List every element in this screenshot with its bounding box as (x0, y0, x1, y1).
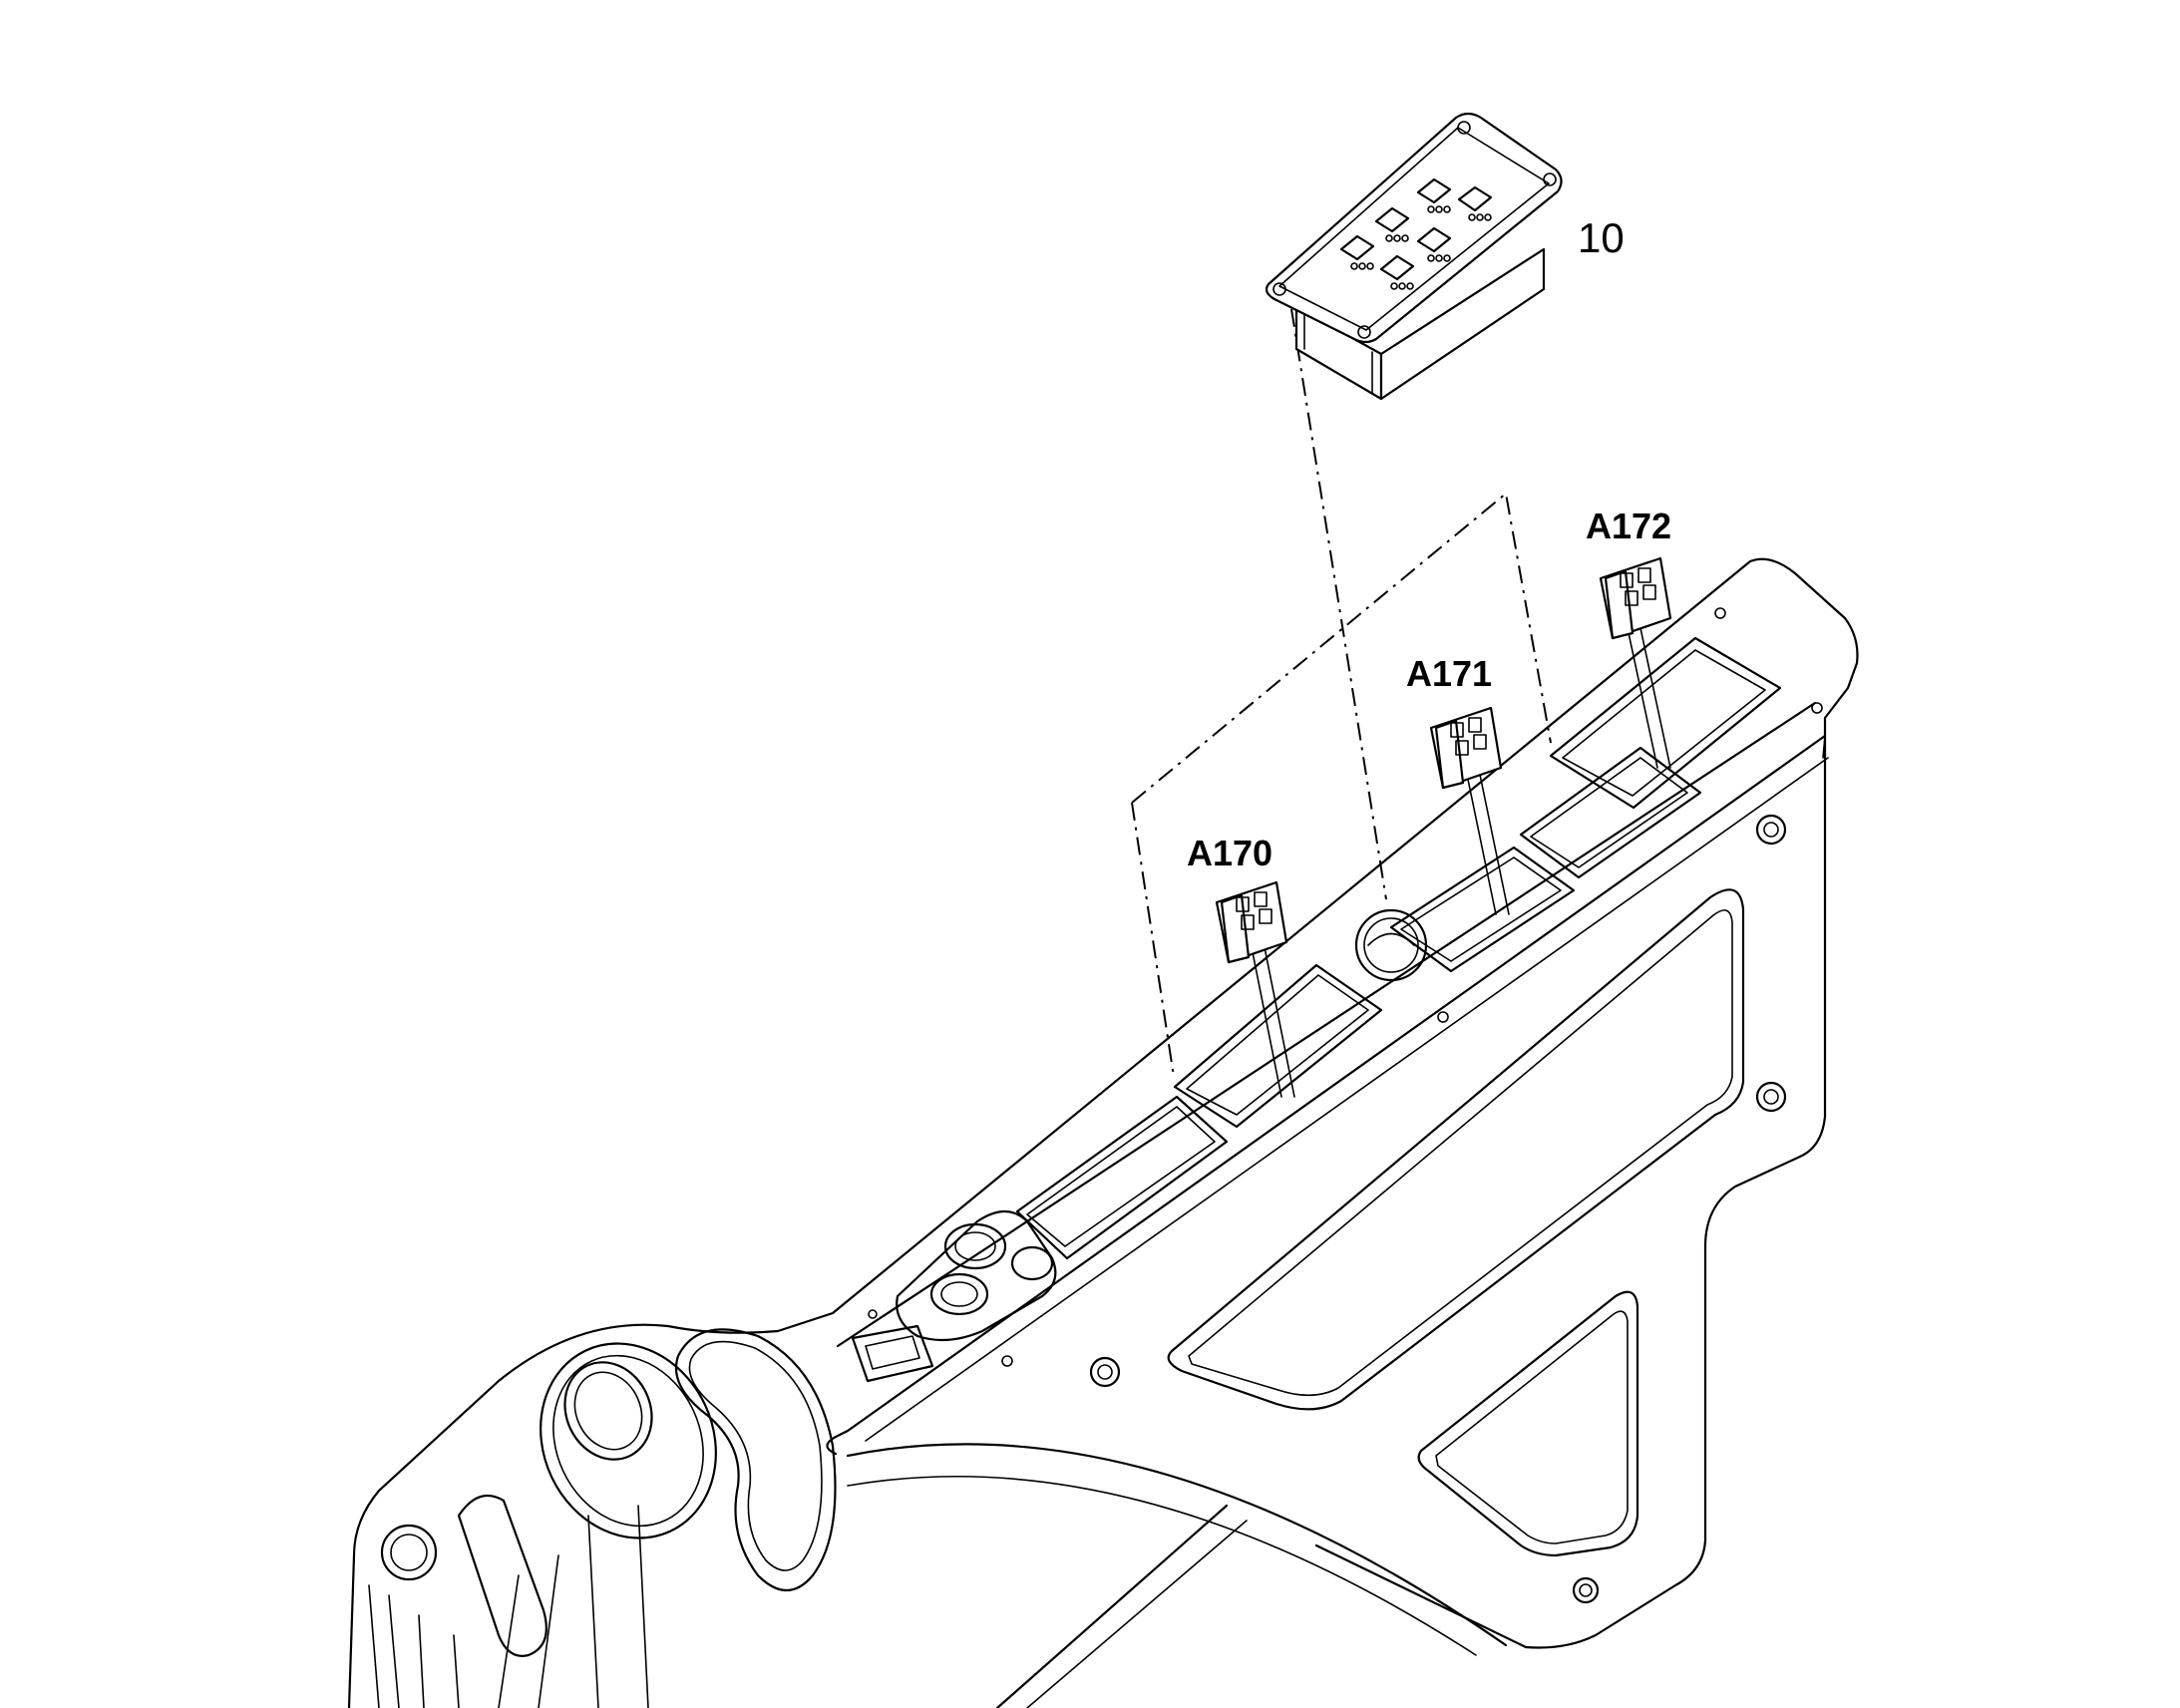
alignment-lines (1131, 308, 1552, 1078)
switch-button (1374, 206, 1410, 242)
switch-button (1339, 234, 1375, 270)
connector-a171 (1429, 706, 1510, 915)
label-part-10: 10 (1578, 214, 1625, 261)
switch-button (1416, 226, 1452, 262)
switch-module (1265, 112, 1563, 401)
label-a172: A172 (1586, 506, 1671, 546)
label-a170: A170 (1187, 833, 1272, 873)
switch-openings (1015, 636, 1782, 1260)
connector-a170 (1215, 880, 1295, 1098)
label-a171: A171 (1406, 653, 1492, 694)
switch-button (1379, 254, 1415, 290)
connector-a172 (1599, 556, 1672, 769)
switch-button (1457, 185, 1493, 221)
switch-button (1416, 177, 1452, 213)
dashboard-panel (347, 557, 1859, 1708)
